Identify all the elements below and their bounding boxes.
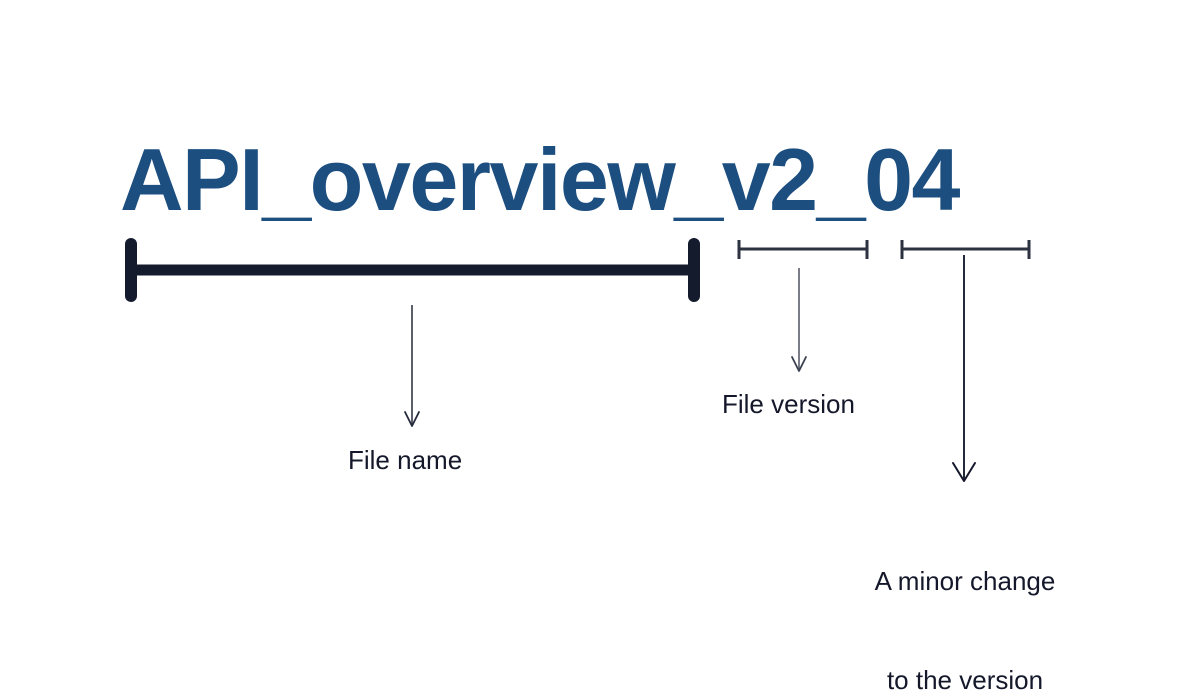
- label-minor-change-line1: A minor change: [874, 566, 1056, 596]
- minor-change-arrow-head: [952, 462, 976, 482]
- file-version-arrow: [791, 268, 807, 372]
- minor-change-arrow: [952, 255, 976, 482]
- label-minor-change-line2: to the version: [886, 665, 1044, 695]
- label-file-name: File name: [348, 445, 463, 475]
- label-file-version: File version: [722, 389, 855, 419]
- file-name-arrow-head: [404, 411, 420, 427]
- filename-title: API_overview_v2_04: [120, 130, 960, 229]
- label-minor-change: A minor change to the version: [855, 499, 1075, 700]
- file-version-bracket: [737, 240, 869, 259]
- file-name-arrow: [404, 305, 420, 427]
- file-version-arrow-head: [791, 356, 807, 372]
- file-name-bracket: [125, 238, 700, 302]
- minor-change-bracket: [900, 240, 1031, 259]
